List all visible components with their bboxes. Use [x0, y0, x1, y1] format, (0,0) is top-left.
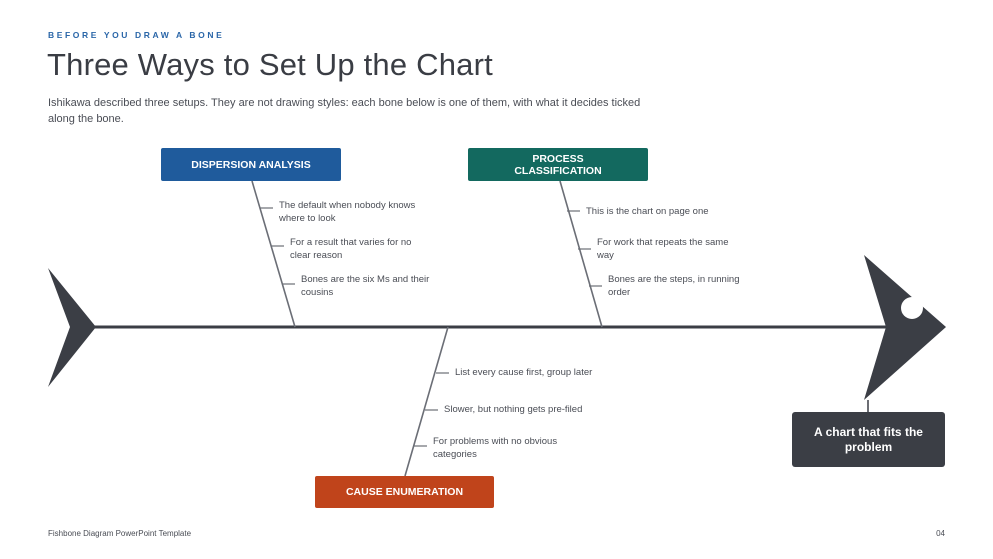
category-process-classification: PROCESS CLASSIFICATION — [468, 148, 648, 181]
fish-eye — [901, 297, 923, 319]
page-number: 04 — [936, 529, 945, 538]
result-label: A chart that fits the problem — [814, 424, 923, 454]
note: Bones are the steps, in running order — [608, 274, 740, 298]
bone-enumeration — [404, 326, 449, 477]
note: For problems with no obvious categories — [433, 436, 558, 460]
page-title: Three Ways to Set Up the Chart — [47, 47, 493, 82]
note: Bones are the six Ms and their cousins — [301, 274, 430, 298]
category-dispersion-analysis: DISPERSION ANALYSIS — [161, 148, 341, 181]
footer-text: Fishbone Diagram PowerPoint Template — [48, 529, 192, 538]
fish-tail — [48, 268, 96, 387]
note: List every cause first, group later — [455, 367, 593, 378]
fish-head — [864, 255, 946, 400]
intro-text: Ishikawa described three setups. They ar… — [48, 97, 641, 125]
category-label: DISPERSION ANALYSIS — [191, 158, 311, 171]
bone-process — [559, 180, 603, 328]
category-label: CAUSE ENUMERATION — [345, 486, 464, 498]
bone-dispersion — [251, 180, 296, 328]
category-cause-enumeration: CAUSE ENUMERATION — [315, 476, 494, 508]
result-box: A chart that fits the problem — [792, 412, 945, 467]
note: Slower, but nothing gets pre-filed — [444, 404, 583, 415]
note: This is the chart on page one — [586, 206, 709, 217]
note: For work that repeats the same way — [597, 237, 729, 261]
note: For a result that varies for no clear re… — [290, 237, 412, 261]
kicker: BEFORE YOU DRAW A BONE — [48, 30, 225, 40]
category-label: PROCESS CLASSIFICATION — [514, 152, 602, 177]
note: The default when nobody knows where to l… — [279, 200, 416, 224]
